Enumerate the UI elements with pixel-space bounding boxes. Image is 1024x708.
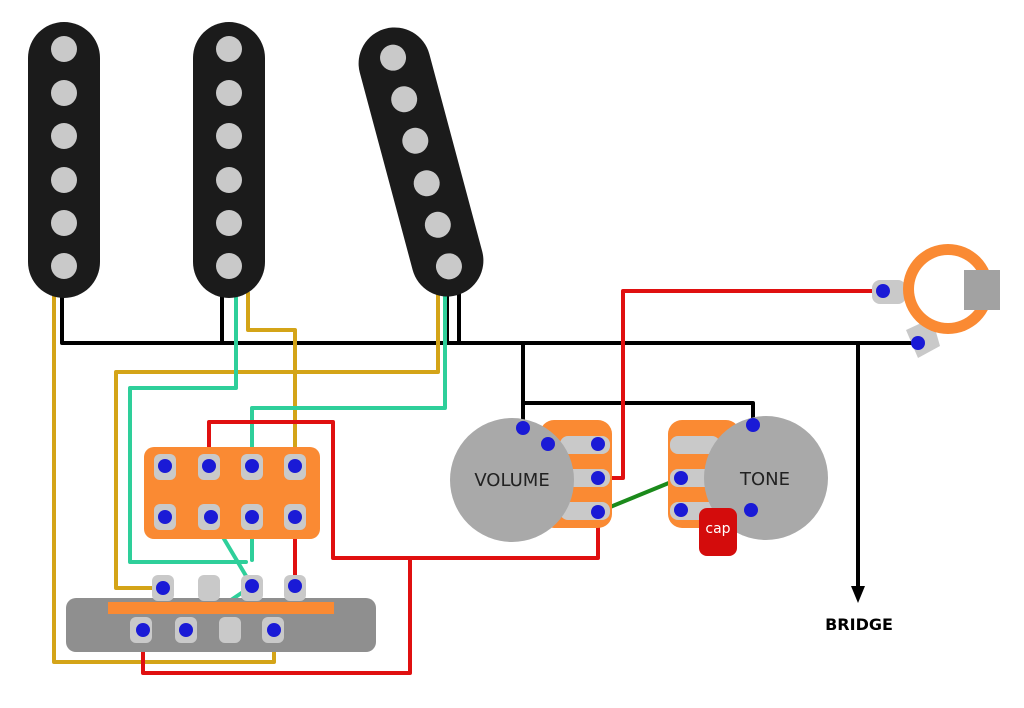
tone-label: TONE (739, 469, 790, 490)
bridge-teal-wire (250, 291, 447, 468)
pole-pieces (216, 36, 242, 279)
middle-teal-wire (128, 291, 248, 564)
solder-points (136, 284, 925, 637)
cap-label: cap (705, 521, 730, 537)
pickup-middle[interactable] (193, 22, 265, 298)
bridge-yellow-wire (114, 291, 440, 590)
switch-body-top (144, 447, 320, 539)
pickup-selector-switch[interactable] (66, 447, 376, 652)
pot-solder-points (516, 418, 760, 519)
pickup-neck[interactable] (28, 22, 100, 298)
bridge-ground: BRIDGE (825, 586, 893, 634)
pole-pieces (51, 36, 77, 279)
pickups (28, 19, 492, 304)
volume-knob-body (450, 418, 574, 542)
tone-knob-body (704, 416, 828, 540)
tone-pot[interactable]: TONE (668, 416, 828, 540)
switch-solder-points (136, 459, 302, 637)
bridge-label: BRIDGE (825, 615, 893, 634)
bridge-arrow-head (851, 586, 865, 603)
volume-label: VOLUME (474, 470, 549, 491)
switch-red-wire-top (207, 420, 600, 560)
middle-yellow-wire (246, 291, 297, 468)
tone-capacitor[interactable]: cap (699, 508, 737, 556)
switch-lugs (130, 575, 306, 643)
switch-base-strip (108, 602, 334, 614)
jack-solder-points (876, 284, 925, 350)
pickup-bridge[interactable] (351, 19, 492, 304)
output-jack[interactable] (872, 244, 1000, 358)
jack-sleeve (964, 270, 1000, 310)
ground-bus-wire (60, 286, 920, 345)
volume-pot[interactable]: VOLUME (450, 418, 612, 542)
pole-pieces (380, 44, 462, 280)
